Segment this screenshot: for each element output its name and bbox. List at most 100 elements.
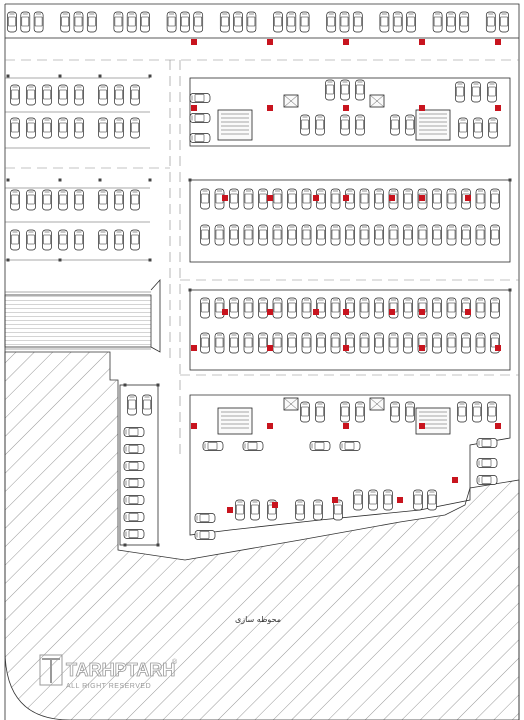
car-icon bbox=[142, 394, 152, 416]
parking-block-2 bbox=[189, 289, 511, 371]
car-icon bbox=[339, 441, 361, 451]
car-icon bbox=[229, 188, 239, 210]
car-icon bbox=[325, 79, 335, 101]
car-icon bbox=[200, 224, 210, 246]
column-icon bbox=[6, 74, 10, 78]
car-icon bbox=[166, 11, 177, 33]
column-icon bbox=[148, 258, 152, 262]
column-icon bbox=[389, 195, 395, 201]
car-icon bbox=[353, 489, 363, 511]
column-icon bbox=[495, 423, 501, 429]
car-icon bbox=[214, 332, 225, 354]
car-icon bbox=[74, 229, 84, 251]
car-icon bbox=[130, 229, 140, 251]
car-icon bbox=[113, 11, 124, 33]
car-icon bbox=[242, 441, 264, 451]
car-icon bbox=[42, 189, 52, 211]
car-icon bbox=[219, 11, 230, 33]
car-icon bbox=[200, 297, 210, 319]
car-icon bbox=[58, 229, 68, 251]
car-icon bbox=[345, 224, 355, 246]
watermark-brand: TARHPTARH bbox=[66, 660, 175, 680]
car-icon bbox=[123, 444, 145, 454]
car-icon bbox=[301, 332, 312, 354]
column-icon bbox=[123, 383, 127, 387]
car-icon bbox=[475, 188, 486, 210]
car-icon bbox=[330, 188, 341, 210]
car-icon bbox=[58, 189, 68, 211]
column-icon bbox=[419, 309, 425, 315]
car-icon bbox=[390, 401, 400, 423]
column-icon bbox=[465, 195, 471, 201]
car-icon bbox=[126, 11, 137, 33]
car-icon bbox=[233, 11, 243, 33]
car-icon bbox=[446, 224, 457, 246]
car-icon bbox=[287, 297, 297, 319]
car-icon bbox=[74, 189, 84, 211]
car-icon bbox=[340, 114, 350, 136]
car-icon bbox=[123, 529, 145, 539]
car-icon bbox=[127, 394, 137, 416]
car-icon bbox=[359, 188, 370, 210]
parking-block-1 bbox=[189, 179, 511, 263]
car-icon bbox=[476, 438, 498, 448]
column-icon bbox=[419, 345, 425, 351]
car-icon bbox=[42, 117, 52, 139]
column-icon bbox=[148, 74, 152, 78]
car-icon bbox=[235, 499, 245, 521]
car-icon bbox=[374, 224, 384, 246]
car-icon bbox=[58, 84, 68, 106]
car-icon bbox=[446, 297, 457, 319]
car-icon bbox=[432, 188, 442, 210]
car-icon bbox=[20, 11, 31, 33]
car-icon bbox=[475, 332, 486, 354]
car-icon bbox=[388, 332, 399, 354]
column-icon bbox=[419, 105, 425, 111]
stair-core-right-bottom bbox=[415, 407, 451, 435]
column-icon bbox=[267, 345, 273, 351]
car-icon bbox=[180, 11, 190, 33]
car-icon bbox=[455, 81, 465, 103]
column-icon bbox=[6, 178, 10, 182]
column-icon bbox=[267, 39, 273, 45]
car-icon bbox=[272, 332, 283, 354]
car-icon bbox=[309, 441, 331, 451]
car-icon bbox=[461, 332, 471, 354]
core-block-top bbox=[189, 77, 511, 147]
car-icon bbox=[403, 297, 413, 319]
car-icon bbox=[273, 11, 283, 33]
car-icon bbox=[258, 188, 268, 210]
car-icon bbox=[403, 188, 413, 210]
column-icon bbox=[343, 423, 349, 429]
car-icon bbox=[130, 117, 140, 139]
car-icon bbox=[272, 297, 283, 319]
column-icon bbox=[98, 74, 102, 78]
car-icon bbox=[58, 117, 68, 139]
car-icon bbox=[130, 84, 140, 106]
column-icon bbox=[58, 258, 62, 262]
car-icon bbox=[368, 489, 378, 511]
car-icon bbox=[26, 117, 36, 139]
column-icon bbox=[508, 288, 512, 292]
car-icon bbox=[258, 297, 268, 319]
car-icon bbox=[10, 189, 20, 211]
car-icon bbox=[390, 114, 400, 136]
car-icon bbox=[446, 332, 457, 354]
car-icon bbox=[114, 84, 124, 106]
car-icon bbox=[189, 113, 211, 123]
car-icon bbox=[286, 11, 297, 33]
column-icon bbox=[188, 288, 192, 292]
car-icon bbox=[315, 401, 325, 423]
column-icon bbox=[6, 258, 10, 262]
car-icon bbox=[194, 530, 216, 540]
car-icon bbox=[189, 133, 211, 143]
column-icon bbox=[123, 543, 127, 547]
column-icon bbox=[98, 178, 102, 182]
column-icon bbox=[343, 195, 349, 201]
column-icon bbox=[148, 178, 152, 182]
car-icon bbox=[490, 297, 500, 319]
car-icon bbox=[392, 11, 403, 33]
car-icon bbox=[488, 117, 498, 139]
column-icon bbox=[465, 309, 471, 315]
column-icon bbox=[227, 507, 233, 513]
